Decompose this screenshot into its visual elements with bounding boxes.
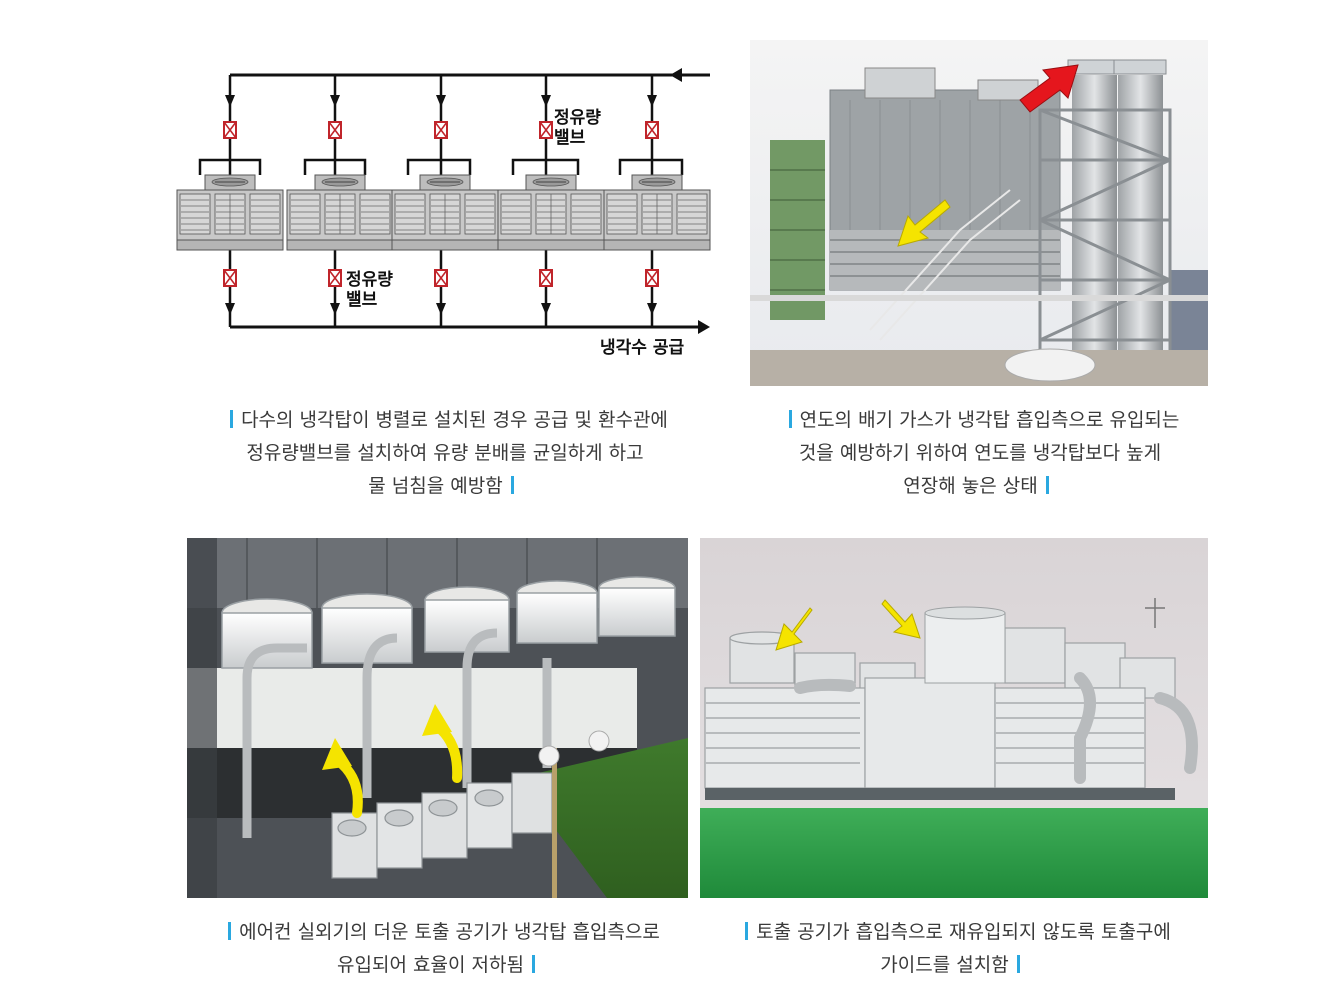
valve-icon: [645, 121, 659, 139]
valve-icon: [434, 269, 448, 287]
accent-bar: [1016, 955, 1020, 973]
photo-tower-discharge-guides: [700, 538, 1208, 898]
valve-icon: [434, 121, 448, 139]
accent-bar: [788, 410, 792, 428]
caption-line: 연장해 놓은 상태: [740, 470, 1220, 503]
yellow-arrow-icon: [897, 199, 951, 247]
caption-text: 연도의 배기 가스가 냉각탑 흡입측으로 유입되는: [799, 409, 1180, 431]
accent-bar: [230, 410, 234, 428]
caption-text: 에어컨 실외기의 더운 토출 공기가 냉각탑 흡입측으로: [239, 921, 660, 943]
caption-top-right: 연도의 배기 가스가 냉각탑 흡입측으로 유입되는 것을 예방하기 위하여 연도…: [740, 404, 1220, 503]
caption-text: 물 넘침을 예방함: [368, 475, 503, 497]
accent-bar: [531, 955, 535, 973]
valve-icon: [539, 269, 553, 287]
caption-text: 유입되어 효율이 저하됨: [337, 954, 524, 976]
valve-icon: [328, 121, 342, 139]
piping-diagram: 정유량 밸브 정유량 밸브 냉각수 공급: [170, 55, 720, 365]
caption-line: 토출 공기가 흡입측으로 재유입되지 않도록 토출구에: [700, 916, 1208, 949]
caption-text: 가이드를 설치함: [880, 954, 1009, 976]
tower-column-4: [497, 75, 605, 327]
tower-column-3: [391, 75, 499, 327]
caption-text: 정유량밸브를 설치하여 유량 분배를 균일하게 하고: [246, 442, 644, 464]
valve-icon: [223, 121, 237, 139]
caption-line: 것을 예방하기 위하여 연도를 냉각탑보다 높게: [740, 437, 1220, 470]
valve-label-top-2: 밸브: [554, 128, 586, 148]
valve-label-mid-2: 밸브: [346, 290, 378, 310]
caption-line: 다수의 냉각탑이 병렬로 설치된 경우 공급 및 환수관에: [170, 404, 720, 437]
yellow-arrow-icon: [775, 607, 813, 651]
caption-line: 유입되어 효율이 저하됨: [170, 949, 710, 982]
valve-icon: [328, 269, 342, 287]
accent-bar: [228, 922, 232, 940]
caption-text: 토출 공기가 흡입측으로 재유입되지 않도록 토출구에: [756, 921, 1171, 943]
caption-line: 물 넘침을 예방함: [170, 470, 720, 503]
photo-ac-outdoor-units: [187, 538, 688, 898]
accent-bar: [510, 476, 514, 494]
yellow-arrow-icon: [322, 738, 363, 818]
valve-icon: [223, 269, 237, 287]
accent-bar: [1045, 476, 1049, 494]
tower-column-2: [286, 75, 394, 327]
tower-column-1: [176, 75, 284, 327]
caption-line: 정유량밸브를 설치하여 유량 분배를 균일하게 하고: [170, 437, 720, 470]
photo-chimney-tower: [750, 40, 1208, 386]
valve-label-mid-1: 정유량: [346, 270, 393, 290]
valve-label-top-1: 정유량: [554, 108, 601, 128]
caption-bottom-left: 에어컨 실외기의 더운 토출 공기가 냉각탑 흡입측으로 유입되어 효율이 저하…: [170, 916, 710, 982]
tower-column-5: [603, 75, 711, 327]
supply-label: 냉각수 공급: [600, 338, 684, 358]
red-arrow-icon: [1019, 64, 1079, 113]
caption-line: 연도의 배기 가스가 냉각탑 흡입측으로 유입되는: [740, 404, 1220, 437]
caption-line: 에어컨 실외기의 더운 토출 공기가 냉각탑 흡입측으로: [170, 916, 710, 949]
caption-bottom-right: 토출 공기가 흡입측으로 재유입되지 않도록 토출구에 가이드를 설치함: [700, 916, 1208, 982]
caption-text: 연장해 놓은 상태: [903, 475, 1038, 497]
yellow-arrow-icon: [881, 599, 921, 639]
caption-text: 것을 예방하기 위하여 연도를 냉각탑보다 높게: [798, 442, 1162, 464]
valve-icon: [539, 121, 553, 139]
valve-icon: [645, 269, 659, 287]
accent-bar: [745, 922, 749, 940]
caption-top-left: 다수의 냉각탑이 병렬로 설치된 경우 공급 및 환수관에 정유량밸브를 설치하…: [170, 404, 720, 503]
caption-text: 다수의 냉각탑이 병렬로 설치된 경우 공급 및 환수관에: [241, 409, 668, 431]
yellow-arrow-icon: [422, 704, 463, 783]
caption-line: 가이드를 설치함: [700, 949, 1208, 982]
